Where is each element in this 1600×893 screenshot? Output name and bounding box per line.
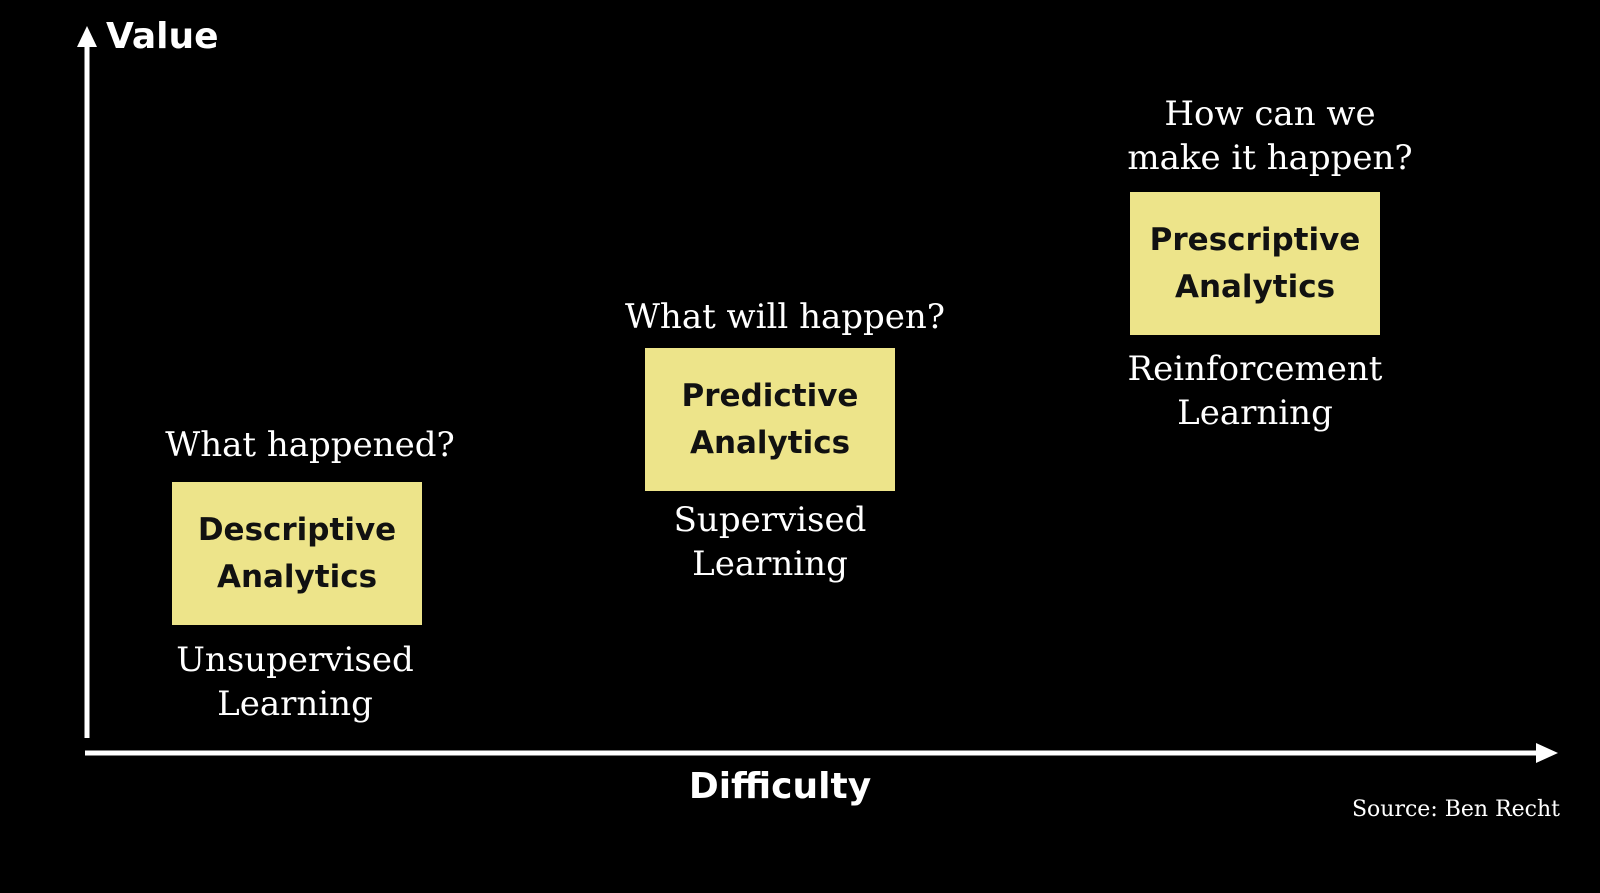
question-descriptive: What happened? (150, 423, 470, 467)
y-axis-arrowhead (77, 26, 97, 47)
question-predictive: What will happen? (605, 295, 965, 339)
box-label-line: Predictive (681, 377, 859, 414)
box-label-line: Analytics (689, 424, 851, 461)
box-descriptive-analytics: Descriptive Analytics (172, 482, 422, 625)
method-line: Unsupervised (176, 640, 414, 680)
box-label-line: Descriptive (197, 511, 397, 548)
box-label-line: Prescriptive (1149, 221, 1361, 258)
box-label-line: Analytics (216, 558, 378, 595)
question-line: What happened? (165, 425, 455, 465)
box-prescriptive-analytics: Prescriptive Analytics (1130, 192, 1380, 335)
method-line: Reinforcement (1127, 349, 1383, 389)
box-predictive-analytics: Predictive Analytics (645, 348, 895, 491)
method-line: Supervised (673, 500, 867, 540)
question-line: How can we (1164, 94, 1376, 134)
question-line: make it happen? (1127, 138, 1413, 178)
method-reinforcement-learning: Reinforcement Learning (1095, 347, 1415, 435)
method-line: Learning (692, 544, 848, 584)
x-axis-label: Difficulty (688, 766, 872, 807)
method-line: Learning (217, 684, 373, 724)
method-line: Learning (1177, 393, 1333, 433)
question-line: What will happen? (624, 297, 946, 337)
x-axis-arrowhead (1536, 743, 1558, 763)
question-prescriptive: How can we make it happen? (1100, 92, 1440, 180)
method-unsupervised-learning: Unsupervised Learning (155, 638, 435, 726)
y-axis-label: Value (106, 16, 219, 57)
source-credit: Source: Ben Recht (1351, 797, 1560, 822)
box-label-line: Analytics (1174, 268, 1336, 305)
method-supervised-learning: Supervised Learning (640, 498, 900, 586)
